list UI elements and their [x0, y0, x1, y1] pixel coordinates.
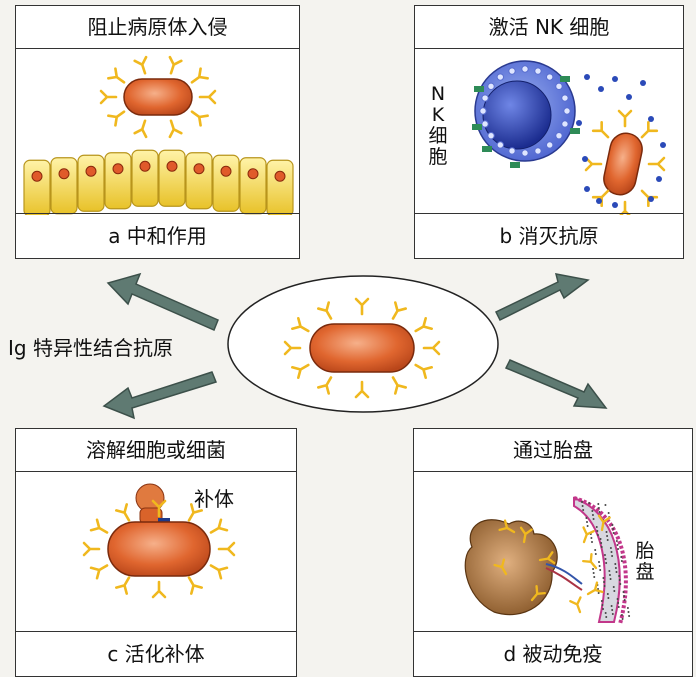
panel-a-caption: a 中和作用	[16, 213, 299, 258]
nk-cell	[472, 60, 580, 168]
antibody-icon	[291, 317, 310, 333]
antibody-icon	[591, 120, 610, 139]
antibody-icon	[115, 503, 131, 522]
arrow-to-panel-b	[494, 273, 590, 322]
panel-placenta: 通过胎盘 胎盘 d 被动免疫	[413, 428, 693, 677]
epithelial-cells	[23, 149, 294, 215]
antibody-icon	[317, 301, 333, 320]
antibodies	[493, 514, 611, 614]
placenta-label-text: 胎盘	[635, 540, 655, 583]
antibody-icon	[151, 499, 167, 518]
nk-cell-label: NK细胞	[427, 84, 449, 168]
antibody-icon	[283, 340, 302, 356]
antibody-icon	[414, 363, 433, 379]
antibody-icon	[493, 558, 508, 576]
complement-molecule	[135, 483, 170, 526]
antibody-icon	[519, 526, 533, 544]
arrow-to-panel-d	[504, 359, 608, 409]
arrow-to-panel-c	[102, 371, 217, 420]
placenta-label: 胎盘	[634, 541, 656, 583]
antibody-icon	[414, 317, 433, 333]
antibody-icon	[291, 363, 310, 379]
antibody-icon	[151, 580, 167, 599]
antibody-icon	[99, 89, 118, 105]
target-cell	[82, 499, 236, 599]
panel-c-illustration	[82, 483, 236, 599]
antibody-icon	[422, 340, 441, 356]
nk-label-text: NK细胞	[428, 83, 448, 168]
antibody-icon	[569, 596, 582, 614]
complement-label: 补体	[194, 487, 234, 511]
panel-neutralization: 阻止病原体入侵 a 中和作用	[15, 5, 300, 259]
antibody-icon	[640, 120, 659, 139]
antibody-icon	[198, 89, 217, 105]
antibody-icon	[115, 576, 131, 595]
panel-d-caption: d 被动免疫	[414, 631, 692, 676]
antibody-icon	[584, 156, 603, 172]
antibody-icon	[498, 519, 516, 534]
antibody-icon	[582, 553, 598, 570]
antibody-icon	[640, 189, 659, 208]
antibody-icon	[190, 67, 209, 84]
antibody-icon	[530, 585, 546, 602]
fetus	[464, 519, 583, 616]
pathogen	[99, 55, 217, 139]
panel-nk-activation: 激活 NK 细胞 NK细胞 b 消灭抗原	[414, 5, 684, 259]
antibody-icon	[217, 541, 236, 557]
antibody-icon	[354, 297, 370, 316]
antibody-icon	[82, 541, 101, 557]
panel-complement: 溶解细胞或细菌 补体 c 活化补体	[15, 428, 297, 677]
panel-d-title: 通过胎盘	[414, 429, 692, 472]
antibody-icon	[586, 581, 604, 596]
panel-c-title: 溶解细胞或细菌	[16, 429, 296, 472]
panel-a-illustration	[23, 55, 294, 215]
antibody-icon	[190, 110, 209, 127]
panel-c-caption: c 活化补体	[16, 631, 296, 676]
antibody-icon	[317, 376, 333, 395]
antibody-icon	[354, 380, 370, 399]
antibody-icon	[647, 156, 666, 172]
antibody-icon	[597, 514, 611, 532]
panel-b-caption: b 消灭抗原	[415, 213, 683, 258]
antibody-icon	[107, 67, 126, 84]
antibody-icon	[391, 301, 407, 320]
released-granules	[576, 74, 666, 208]
antibody-icon	[168, 119, 183, 139]
antibody-icon	[89, 518, 109, 534]
antibody-icon	[187, 576, 203, 595]
antibody-icon	[133, 55, 148, 75]
antibody-icon	[619, 200, 631, 215]
antibody-icon	[187, 503, 203, 522]
arrow-to-panel-a	[106, 272, 219, 331]
antibody-icon	[89, 564, 109, 580]
antibody-icon	[133, 119, 148, 139]
target-cell	[584, 109, 666, 215]
center-antigen	[283, 297, 441, 399]
panel-b-title: 激活 NK 细胞	[415, 6, 683, 49]
antibody-icon	[168, 55, 183, 75]
antibody-icon	[617, 109, 633, 128]
antibody-icon	[582, 526, 595, 544]
antibody-icon	[209, 564, 229, 580]
antibody-icon	[107, 110, 126, 127]
center-label: Ig 特异性结合抗原	[8, 336, 173, 360]
antibody-icon	[209, 518, 229, 534]
antibody-icon	[391, 376, 407, 395]
antibody-icon	[538, 551, 556, 565]
panel-a-title: 阻止病原体入侵	[16, 6, 299, 49]
panel-d-illustration	[464, 496, 631, 625]
panel-b-illustration	[472, 60, 666, 215]
